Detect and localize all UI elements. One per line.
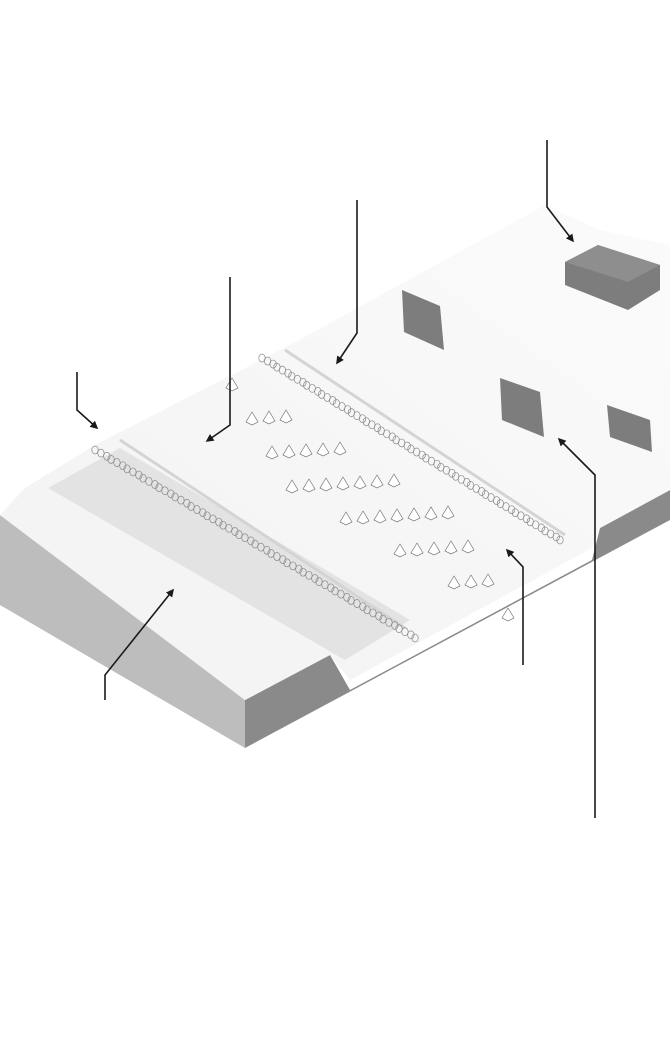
pyramid-marker — [370, 474, 384, 489]
pyramid-marker — [245, 411, 259, 426]
barrier-ring — [299, 377, 307, 387]
arrow-callout — [505, 548, 524, 665]
barrier-ring — [269, 359, 277, 369]
barrier-ring — [507, 505, 516, 515]
barrier-ring — [391, 621, 399, 630]
building-large — [565, 245, 660, 310]
arrow-callout — [205, 277, 231, 442]
barrier-ring — [448, 468, 456, 478]
barrier-ring — [433, 459, 441, 469]
barrier-ring — [556, 535, 564, 545]
pyramid-marker — [447, 575, 461, 590]
building-wall — [402, 290, 444, 350]
barrier-ring — [359, 602, 367, 612]
arrow-callout — [557, 437, 596, 818]
barrier-ring — [407, 630, 415, 640]
barrier-ring — [373, 423, 381, 433]
barrier-ring — [493, 496, 501, 505]
pyramid-marker — [302, 478, 316, 493]
pyramid-marker — [501, 607, 515, 622]
barrier-ring — [552, 532, 560, 542]
barrier-ring — [537, 523, 545, 533]
barrier-ring — [284, 368, 292, 378]
building-wall — [500, 378, 544, 437]
barrier-ring — [463, 478, 471, 487]
barrier-ring — [263, 545, 271, 555]
callout-arrows — [76, 140, 596, 818]
barrier-ring — [411, 633, 419, 643]
barrier-ring — [151, 480, 159, 489]
pyramid-marker — [299, 443, 313, 458]
barrier-ring — [327, 583, 335, 593]
barrier-ring — [478, 487, 486, 496]
barrier-ring — [403, 441, 411, 451]
pyramid-marker — [393, 543, 407, 558]
barrier-ring — [247, 536, 255, 546]
pyramid-marker — [424, 506, 438, 521]
arrow-callout — [104, 588, 174, 700]
ridge-line — [119, 438, 406, 630]
barrier-ring — [522, 514, 530, 524]
pyramid-marker — [444, 540, 458, 555]
barrier-ring — [358, 414, 367, 424]
barrier-ring — [183, 498, 191, 508]
barrier-ring — [135, 470, 143, 480]
building-wall — [607, 405, 652, 452]
pyramid-field — [225, 377, 515, 622]
barrier-ring — [295, 564, 303, 574]
barrier-ring — [199, 508, 207, 518]
barrier-ring — [329, 396, 337, 405]
pyramid-marker — [282, 444, 296, 459]
arrow-callout — [336, 200, 358, 365]
barrier-ring — [343, 592, 351, 602]
pyramid-marker — [265, 445, 279, 460]
pyramid-marker — [427, 541, 441, 556]
barrier-ring — [279, 555, 287, 565]
ridge-line — [284, 348, 566, 537]
barrier-ring — [119, 461, 127, 471]
pyramid-marker — [285, 479, 299, 494]
pyramid-marker — [336, 476, 350, 491]
barrier-ring — [311, 574, 319, 583]
pyramid-marker — [333, 441, 347, 456]
arrow-callout — [76, 372, 99, 430]
pyramid-marker — [410, 542, 424, 557]
pyramid-marker — [262, 410, 276, 425]
pyramid-marker — [373, 509, 387, 524]
pyramid-marker — [316, 442, 330, 457]
pyramid-marker — [319, 477, 333, 492]
pyramid-marker — [390, 508, 404, 523]
arrow-callout — [546, 140, 574, 243]
terrain-front-face — [0, 515, 245, 748]
pyramid-marker — [225, 377, 239, 392]
barrier-ring — [231, 527, 239, 536]
barrier-ring — [418, 450, 426, 460]
pyramid-marker — [356, 510, 370, 525]
pyramid-marker — [387, 473, 401, 488]
pyramid-marker — [353, 475, 367, 490]
pyramid-marker — [279, 409, 293, 424]
barrier-ring — [375, 611, 383, 621]
pyramid-marker — [407, 507, 421, 522]
barrier-ring — [215, 517, 223, 527]
barrier-ring — [314, 387, 322, 396]
barrier-ring — [103, 451, 111, 461]
circle-barriers — [91, 353, 564, 643]
pyramid-marker — [461, 539, 475, 554]
buildings — [402, 245, 660, 452]
pyramid-marker — [464, 574, 478, 589]
pyramid-marker — [339, 511, 353, 526]
barrier-ring — [167, 489, 175, 499]
pyramid-marker — [481, 573, 495, 588]
barrier-ring — [388, 432, 396, 442]
terrain-side-face — [245, 490, 670, 748]
barrier-ring — [344, 405, 352, 414]
pyramid-marker — [441, 505, 455, 520]
channel — [48, 448, 410, 660]
